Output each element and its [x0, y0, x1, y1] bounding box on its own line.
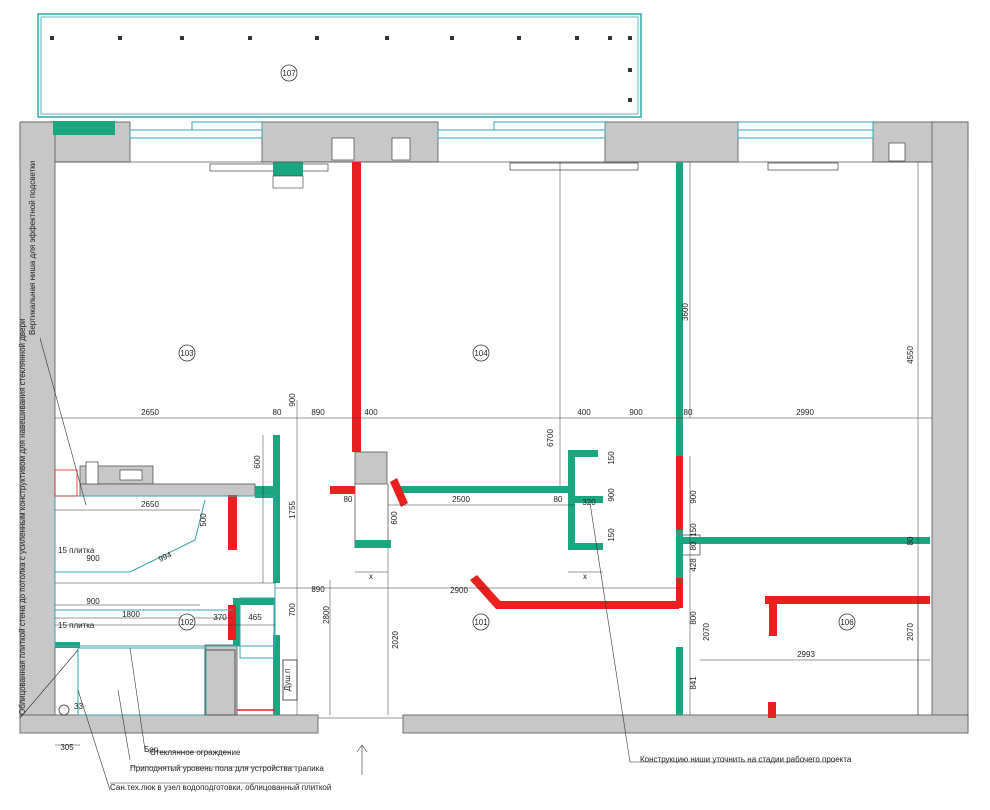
room-102-label: 102 — [180, 618, 194, 627]
note-bor: Бор — [144, 745, 159, 754]
bathroom-fixtures — [54, 495, 298, 716]
green-wall-top-left — [53, 121, 115, 135]
dimension-lines — [55, 162, 932, 746]
dim-label: 841 — [689, 676, 698, 690]
dim-label: 80 — [554, 495, 563, 504]
dim-label: 1800 — [122, 610, 140, 619]
green-niche-top — [273, 162, 303, 176]
dim-label: 33 — [74, 702, 83, 711]
dim-label: 900 — [689, 490, 698, 504]
dim-label: 600 — [390, 511, 399, 525]
dim-label: 2500 — [452, 495, 470, 504]
room-103-label: 103 — [180, 349, 194, 358]
note-niche: Конструкцию ниши уточнить на стадии рабо… — [640, 755, 852, 764]
dim-label: 4550 — [906, 346, 915, 364]
dim-label: 2650 — [141, 408, 159, 417]
dim-label: 15 плитка — [58, 621, 95, 630]
dim-label: 80 — [906, 536, 915, 545]
dim-label: 80 — [344, 495, 353, 504]
dim-label: 900 — [607, 488, 616, 502]
dim-label: 500 — [199, 513, 208, 527]
dim-label: 890 — [311, 408, 325, 417]
dim-label: 150 — [607, 528, 616, 542]
dim-label: 900 — [86, 554, 100, 563]
dim-label: 2650 — [141, 500, 159, 509]
dim-label: 15 плитка — [58, 546, 95, 555]
dim-label: 370 — [213, 613, 227, 622]
exterior-walls — [19, 121, 969, 734]
leader-lines — [19, 337, 835, 791]
box-top — [272, 175, 304, 189]
dim-label: x — [369, 572, 373, 581]
dim-label: 305 — [60, 743, 74, 752]
arrow-north — [356, 744, 368, 775]
dim-label: 2020 — [391, 631, 400, 649]
dim-label: 150 — [689, 523, 698, 537]
dim-label: 800 — [689, 611, 698, 625]
dim-label: 890 — [311, 585, 325, 594]
room-107-marker — [280, 64, 298, 82]
note-raised-floor: Приподнятый уровень пола для устройства … — [130, 764, 324, 773]
room-106-label: 106 — [840, 618, 854, 627]
dim-label: 400 — [364, 408, 378, 417]
note-glass-guard: Стеклянное ограждение — [150, 748, 241, 757]
dimension-labels-vertical: 900 600 1755 500 600 150 900 150 700 202… — [199, 303, 915, 692]
new-walls — [55, 162, 930, 715]
dushp-label: Душ.п — [283, 669, 292, 692]
interior-outlines — [55, 161, 932, 716]
dim-label: 465 — [248, 613, 262, 622]
dim-label: 1755 — [288, 501, 297, 519]
note-vertical-niche: Вертикальная ниша для эффектной подсветк… — [28, 161, 37, 335]
room-107-label: 107 — [282, 69, 296, 78]
dim-label: 6700 — [546, 429, 555, 447]
dim-label: 2800 — [322, 606, 331, 624]
dim-label: 2070 — [702, 623, 711, 641]
dim-label: 80 — [689, 541, 698, 550]
dimension-labels: 2650 80 890 400 400 900 80 2990 2650 80 … — [58, 408, 815, 752]
note-vertical-left: Облицованная плиткой стена до потолка с … — [18, 319, 27, 715]
dim-label: 2990 — [796, 408, 814, 417]
dim-label: 900 — [86, 597, 100, 606]
note-hatch: Сан.тех.люк в узел водоподготовки, облиц… — [110, 783, 331, 792]
room-101-label: 101 — [474, 618, 488, 627]
dim-label: 2070 — [906, 623, 915, 641]
red-outline-corner — [54, 469, 78, 497]
dim-label: 600 — [253, 455, 262, 469]
dim-label: 400 — [577, 408, 591, 417]
dim-label: 2993 — [797, 650, 815, 659]
dim-label: 428 — [689, 558, 698, 572]
dim-label: x — [583, 572, 587, 581]
dim-label: 3600 — [681, 303, 690, 321]
demolished-walls — [228, 162, 930, 718]
room-markers — [178, 344, 856, 631]
dim-label: 150 — [607, 451, 616, 465]
windows — [129, 121, 874, 139]
dim-label: 2900 — [450, 586, 468, 595]
dim-label: 80 — [684, 408, 693, 417]
radiators — [209, 162, 839, 172]
dim-label: 900 — [288, 393, 297, 407]
dim-label: 80 — [273, 408, 282, 417]
dim-label: 320 — [582, 498, 596, 507]
drain-symbol — [58, 704, 70, 716]
balcony — [37, 13, 642, 118]
room-104-label: 104 — [474, 349, 488, 358]
dim-label: 700 — [288, 603, 297, 617]
dim-label: 900 — [629, 408, 643, 417]
